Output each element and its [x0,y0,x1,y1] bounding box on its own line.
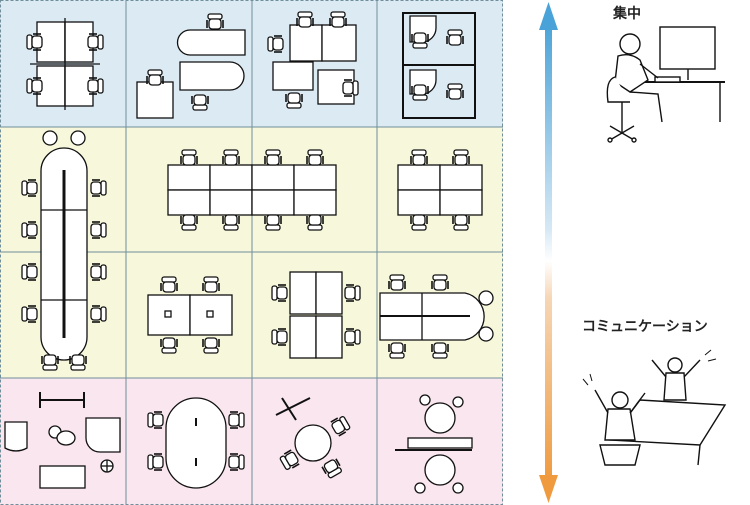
layout-quad-booths [26,18,104,110]
meeting-discussion-illustration [582,349,727,466]
focus-label: 集中 [613,6,641,22]
layout-bench-desks-8 [167,149,337,231]
layout-oval-table [147,397,245,489]
layout-round-tables-bench [395,394,473,494]
desk-worker-illustration [606,26,725,143]
layout-pinwheel-desks [267,11,359,109]
layout-curved-desks [136,13,246,119]
layout-cubicles [402,12,476,119]
office-layout-grid [0,0,503,505]
double-arrow-icon [539,2,558,503]
layout-bench-desks-4 [397,149,483,231]
layout-lounge [4,392,121,489]
communication-label: コミュニケーション [582,319,708,335]
layout-cross-desks [271,271,361,359]
layout-round-end-desks [379,274,494,359]
layout-pair-desks [147,276,233,354]
layout-round-table [275,397,352,480]
layout-long-meeting-table [21,130,107,371]
